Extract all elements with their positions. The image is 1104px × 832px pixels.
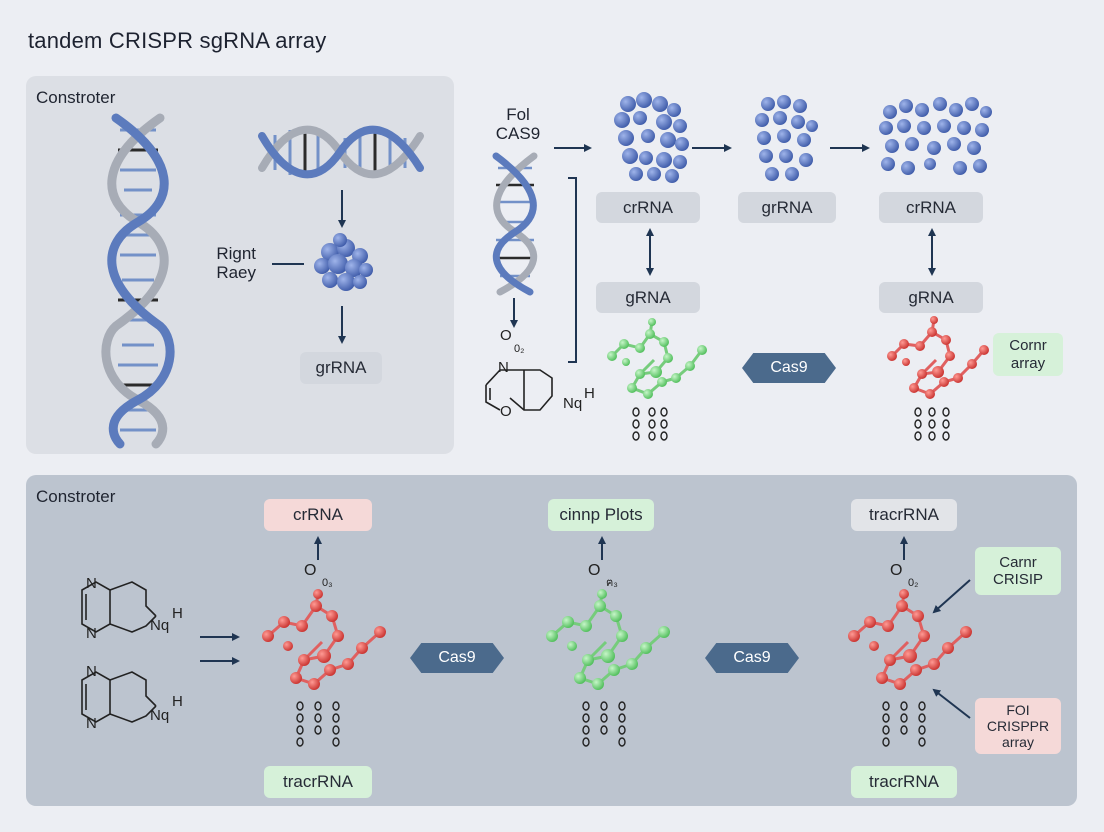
- side-box2-line1: FOI: [1006, 701, 1030, 718]
- side-box2-line3: array: [1002, 734, 1034, 751]
- side-box1-line1: Carnr: [999, 553, 1037, 571]
- top-panel: [26, 76, 454, 454]
- protein-cluster-3: [879, 97, 992, 175]
- o-label-1: O: [304, 562, 316, 579]
- top-panel-label: Constroter: [36, 88, 116, 107]
- protein-cluster-small: [314, 233, 373, 291]
- bottom-pill-tracrrna: tracrRNA: [851, 499, 957, 531]
- cas9-hex-top: Cas9: [742, 353, 836, 383]
- diagram-title: tandem CRISPR sgRNA array: [28, 28, 327, 53]
- dna-helix-tall: [101, 113, 175, 449]
- chem-ring-top: [485, 369, 553, 411]
- side-label-line2: Raey: [216, 262, 256, 282]
- side-label: Rignt Raey: [212, 244, 256, 282]
- corner-line2: array: [1010, 354, 1046, 372]
- grna-pill: grRNA: [300, 352, 382, 384]
- chem-top-o2: O: [500, 327, 512, 344]
- chem-top-o2-sub: 0₂: [514, 343, 524, 355]
- cas9-label: CAS9: [495, 123, 541, 143]
- cas9-hex-bottom-2: Cas9: [705, 643, 799, 673]
- chem-b2-n-top: N: [86, 663, 97, 680]
- row1-pill-1: crRNA: [596, 192, 700, 223]
- chem-top-h: H: [584, 385, 595, 402]
- cas9-hex-bottom-1: Cas9: [410, 643, 504, 673]
- bottom-panel-label: Constroter: [36, 487, 116, 506]
- molecule-red-bottom-2: [848, 589, 972, 747]
- fol-label: Fol: [506, 105, 530, 124]
- chem-ring-bottom-1: [81, 581, 157, 633]
- chem-top-nq: Nq: [563, 395, 582, 412]
- chem-b1-n-bottom: N: [86, 625, 97, 642]
- o-sub-2: ฅ₃: [606, 577, 618, 589]
- corner-array-box: Cornr array: [993, 333, 1063, 376]
- protein-cluster-2: [755, 95, 818, 181]
- o-sub-3: 0₂: [908, 577, 918, 589]
- corner-line1: Cornr: [1009, 337, 1047, 355]
- chem-b2-n-bottom: N: [86, 715, 97, 732]
- bottom-pill-crrna: crRNA: [264, 499, 372, 531]
- row2-pill-2: gRNA: [879, 282, 983, 313]
- chem-b1-nq: Nq: [150, 617, 169, 634]
- chem-b1-n-top: N: [86, 575, 97, 592]
- bottom-tracrrna-2: tracrRNA: [851, 766, 957, 798]
- chem-b2-nq: Nq: [150, 707, 169, 724]
- side-box2-line2: CRISPPR: [986, 717, 1050, 734]
- o-label-2: O: [588, 562, 600, 579]
- dna-helix-horizontal: [258, 125, 424, 179]
- molecule-green-top: [607, 318, 707, 441]
- side-box-crisip: Carnr CRISIP: [975, 547, 1061, 595]
- molecule-red-top: [887, 316, 989, 441]
- molecule-green-bottom: [546, 589, 670, 747]
- dna-helix-small: [492, 152, 538, 296]
- row1-pill-2: grRNA: [738, 192, 836, 223]
- molecule-red-bottom-1: [262, 589, 386, 747]
- chem-ring-bottom-2: [81, 671, 157, 723]
- side-box1-line2: CRISIP: [992, 571, 1043, 588]
- chem-top-o: O: [500, 403, 512, 420]
- chem-top-n: N: [498, 359, 509, 376]
- row2-pill-1: gRNA: [596, 282, 700, 313]
- bottom-pill-cinnp: cinnp Plots: [548, 499, 654, 531]
- side-box-foi-crisppr: FOI CRISPPR array: [975, 698, 1061, 754]
- chem-b2-h: H: [172, 693, 183, 710]
- o-sub-1: 0₃: [322, 577, 333, 589]
- chem-b1-h: H: [172, 605, 183, 622]
- protein-cluster-1: [614, 92, 689, 183]
- fol-cas9-label: Fol CAS9: [490, 105, 546, 143]
- side-label-line1: Rignt: [216, 244, 256, 263]
- bottom-tracrrna-1: tracrRNA: [264, 766, 372, 798]
- row1-pill-3: crRNA: [879, 192, 983, 223]
- o-label-3: O: [890, 562, 902, 579]
